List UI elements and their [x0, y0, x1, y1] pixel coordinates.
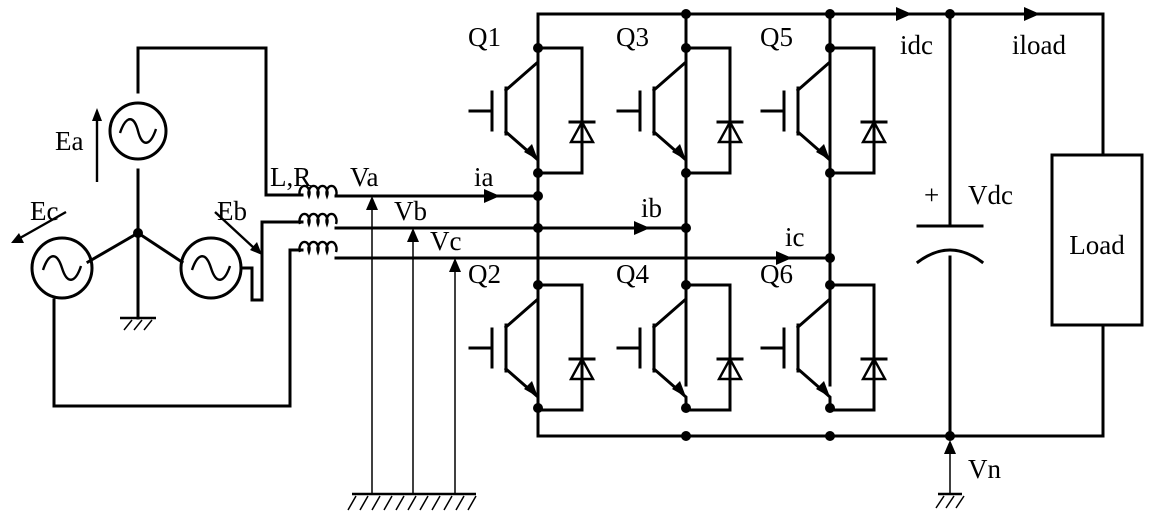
ea-label: Ea — [55, 126, 83, 156]
source-eb — [179, 236, 243, 300]
star-point-node — [133, 228, 143, 238]
ic-arrow-icon — [776, 251, 792, 265]
phase-lines — [334, 194, 832, 260]
source-ground-icon — [120, 316, 156, 331]
source-ec — [30, 236, 94, 300]
ia-label: ia — [474, 162, 494, 192]
voltage-measurement-leads — [366, 196, 461, 494]
dc-bus — [536, 12, 1105, 438]
ic-label: ic — [785, 222, 805, 252]
eb-arrow-icon — [214, 211, 255, 249]
ec-arrow-icon — [19, 210, 67, 240]
ib-arrow-icon — [634, 221, 650, 235]
idc-arrow-icon — [896, 7, 912, 21]
ib-label: ib — [641, 193, 662, 223]
idc-label: idc — [900, 30, 933, 60]
switch-label: Q4 — [616, 259, 649, 289]
junction-nodes — [533, 9, 955, 441]
load-box — [1050, 153, 1144, 327]
switch-label: Q5 — [760, 22, 793, 52]
switch-q1: Q1 — [468, 22, 596, 175]
vb-label: Vb — [394, 196, 427, 226]
vdc-label: Vdc — [968, 180, 1013, 210]
line-inductors — [298, 184, 338, 256]
vn-measurement — [935, 440, 965, 509]
switch-label: Q3 — [616, 22, 649, 52]
ia-arrow-icon — [484, 189, 500, 203]
switch-q6: Q6 — [760, 259, 888, 412]
eb-label: Eb — [217, 196, 247, 226]
switch-q2: Q2 — [468, 259, 596, 412]
switch-label: Q6 — [760, 259, 793, 289]
inductor-label: L,R — [270, 162, 311, 192]
iload-arrow-icon — [1024, 7, 1040, 21]
load-label: Load — [1069, 230, 1125, 260]
iload-label: iload — [1012, 30, 1066, 60]
vc-label: Vc — [430, 226, 461, 256]
switch-q3: Q3 — [616, 22, 744, 175]
switch-q5: Q5 — [760, 22, 888, 175]
switch-q4: Q4 — [616, 259, 744, 412]
measurement-ground-icon — [347, 492, 477, 511]
va-label: Va — [350, 162, 379, 192]
vn-label: Vn — [968, 454, 1001, 484]
ec-label: Ec — [30, 196, 58, 226]
ac-source-network — [52, 46, 304, 408]
switch-label: Q1 — [468, 22, 501, 52]
switch-label: Q2 — [468, 259, 501, 289]
capacitor-plus-label: + — [924, 180, 939, 210]
dc-link-capacitor — [915, 224, 985, 265]
source-ea — [108, 101, 168, 161]
